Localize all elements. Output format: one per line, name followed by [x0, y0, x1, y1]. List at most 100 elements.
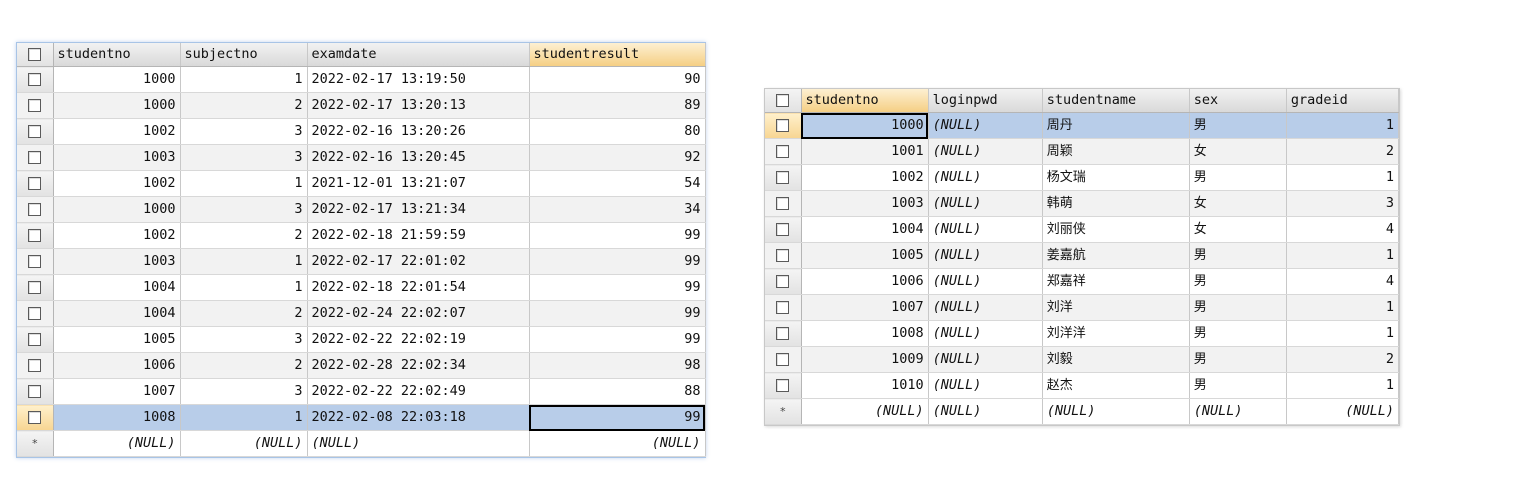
column-header-studentname[interactable]: studentname — [1042, 89, 1190, 113]
row-select-checkbox[interactable] — [765, 216, 802, 243]
cell-studentno[interactable]: 1008 — [801, 320, 929, 347]
cell-gradeid[interactable]: 4 — [1286, 268, 1400, 295]
cell-examdate[interactable]: 2022-02-16 13:20:26 — [307, 118, 530, 145]
cell-studentresult[interactable]: 88 — [529, 378, 706, 405]
cell-subjectno[interactable]: 2 — [180, 222, 308, 249]
cell-examdate[interactable]: 2022-02-08 22:03:18 — [307, 404, 530, 431]
cell-studentresult[interactable]: 99 — [529, 248, 706, 275]
cell-studentname[interactable]: 姜嘉航 — [1042, 242, 1190, 269]
row-select-checkbox[interactable] — [17, 248, 54, 275]
row-select-checkbox[interactable] — [17, 274, 54, 301]
cell-studentname[interactable]: 刘洋洋 — [1042, 320, 1190, 347]
cell-examdate[interactable]: 2022-02-18 22:01:54 — [307, 274, 530, 301]
cell-studentresult[interactable]: 98 — [529, 352, 706, 379]
cell-loginpwd[interactable]: (NULL) — [928, 216, 1043, 243]
cell-studentno[interactable]: 1000 — [53, 196, 181, 223]
cell-loginpwd[interactable]: (NULL) — [928, 294, 1043, 321]
cell-studentno[interactable]: 1000 — [53, 92, 181, 119]
cell-loginpwd[interactable]: (NULL) — [928, 346, 1043, 373]
row-select-checkbox[interactable] — [17, 196, 54, 223]
cell-examdate[interactable]: 2022-02-18 21:59:59 — [307, 222, 530, 249]
cell-loginpwd[interactable]: (NULL) — [928, 138, 1043, 165]
cell-studentno[interactable]: 1003 — [53, 144, 181, 171]
new-row-cell-loginpwd[interactable]: (NULL) — [928, 398, 1043, 425]
row-select-checkbox[interactable] — [765, 164, 802, 191]
row-select-checkbox[interactable] — [765, 320, 802, 347]
cell-studentno[interactable]: 1005 — [801, 242, 929, 269]
column-header-sex[interactable]: sex — [1189, 89, 1287, 113]
cell-subjectno[interactable]: 2 — [180, 92, 308, 119]
cell-studentresult[interactable]: 80 — [529, 118, 706, 145]
cell-studentresult[interactable]: 34 — [529, 196, 706, 223]
cell-studentno[interactable]: 1004 — [53, 274, 181, 301]
row-select-checkbox[interactable] — [765, 268, 802, 295]
cell-studentresult[interactable]: 99 — [529, 222, 706, 249]
row-select-checkbox[interactable] — [765, 242, 802, 269]
cell-examdate[interactable]: 2022-02-24 22:02:07 — [307, 300, 530, 327]
column-header-studentresult[interactable]: studentresult — [529, 43, 706, 67]
cell-studentno[interactable]: 1000 — [801, 112, 929, 139]
cell-examdate[interactable]: 2022-02-17 22:01:02 — [307, 248, 530, 275]
row-select-checkbox[interactable] — [17, 66, 54, 93]
cell-examdate[interactable]: 2022-02-17 13:21:34 — [307, 196, 530, 223]
cell-sex[interactable]: 男 — [1189, 164, 1287, 191]
column-header-studentno[interactable]: studentno — [801, 89, 929, 113]
cell-studentname[interactable]: 杨文瑞 — [1042, 164, 1190, 191]
cell-subjectno[interactable]: 1 — [180, 248, 308, 275]
cell-examdate[interactable]: 2022-02-22 22:02:19 — [307, 326, 530, 353]
cell-studentresult[interactable]: 90 — [529, 66, 706, 93]
cell-gradeid[interactable]: 3 — [1286, 190, 1400, 217]
cell-studentno[interactable]: 1002 — [53, 118, 181, 145]
cell-studentno[interactable]: 1001 — [801, 138, 929, 165]
cell-subjectno[interactable]: 2 — [180, 352, 308, 379]
cell-subjectno[interactable]: 1 — [180, 274, 308, 301]
cell-studentno[interactable]: 1005 — [53, 326, 181, 353]
cell-studentname[interactable]: 周颖 — [1042, 138, 1190, 165]
cell-studentno[interactable]: 1008 — [53, 404, 181, 431]
row-select-checkbox[interactable] — [765, 372, 802, 399]
cell-gradeid[interactable]: 1 — [1286, 164, 1400, 191]
row-select-checkbox[interactable] — [17, 222, 54, 249]
column-header-examdate[interactable]: examdate — [307, 43, 530, 67]
cell-examdate[interactable]: 2022-02-28 22:02:34 — [307, 352, 530, 379]
column-header-subjectno[interactable]: subjectno — [180, 43, 308, 67]
cell-gradeid[interactable]: 2 — [1286, 346, 1400, 373]
cell-subjectno[interactable]: 3 — [180, 144, 308, 171]
cell-studentno[interactable]: 1007 — [801, 294, 929, 321]
cell-examdate[interactable]: 2022-02-17 13:20:13 — [307, 92, 530, 119]
new-row-cell-studentno[interactable]: (NULL) — [801, 398, 929, 425]
cell-sex[interactable]: 男 — [1189, 346, 1287, 373]
cell-studentno[interactable]: 1002 — [801, 164, 929, 191]
row-select-checkbox[interactable] — [765, 112, 802, 139]
cell-gradeid[interactable]: 1 — [1286, 372, 1400, 399]
new-row-cell-studentresult[interactable]: (NULL) — [529, 430, 706, 457]
cell-sex[interactable]: 男 — [1189, 372, 1287, 399]
cell-studentno[interactable]: 1004 — [801, 216, 929, 243]
cell-loginpwd[interactable]: (NULL) — [928, 320, 1043, 347]
cell-sex[interactable]: 女 — [1189, 190, 1287, 217]
cell-gradeid[interactable]: 1 — [1286, 294, 1400, 321]
cell-loginpwd[interactable]: (NULL) — [928, 268, 1043, 295]
new-row-cell-studentno[interactable]: (NULL) — [53, 430, 181, 457]
row-select-checkbox[interactable] — [765, 190, 802, 217]
student-data-grid[interactable]: studentno loginpwd studentname sex grade… — [764, 88, 1400, 426]
cell-subjectno[interactable]: 1 — [180, 66, 308, 93]
cell-subjectno[interactable]: 1 — [180, 170, 308, 197]
cell-studentname[interactable]: 刘毅 — [1042, 346, 1190, 373]
new-row[interactable]: *(NULL)(NULL)(NULL)(NULL) — [17, 430, 706, 457]
